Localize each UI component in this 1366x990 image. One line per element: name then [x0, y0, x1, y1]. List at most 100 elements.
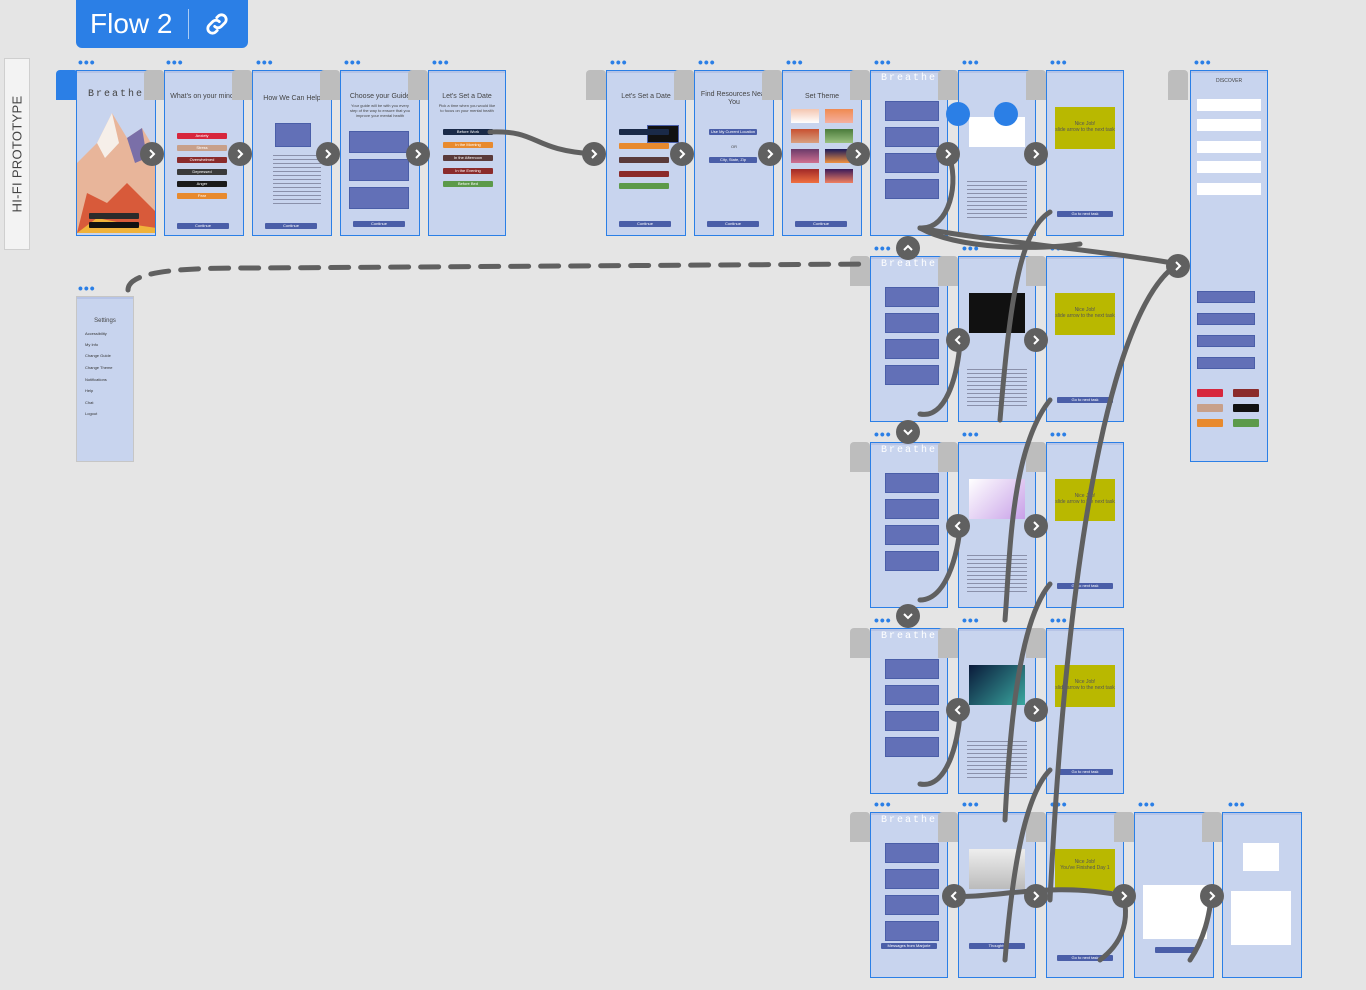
task-card[interactable] — [885, 339, 939, 359]
date-option[interactable] — [619, 143, 669, 149]
next-task-button[interactable]: Go to next task — [1057, 769, 1113, 775]
frame-done-3[interactable]: Nice Job! slide arrow to the next task G… — [1046, 442, 1124, 608]
option-anxiety[interactable]: Anxiety — [177, 133, 227, 139]
frame-menu-icon[interactable]: ••• — [874, 612, 892, 628]
theme-beaches[interactable] — [825, 109, 853, 123]
chevron-right-icon[interactable] — [936, 142, 960, 166]
journal-submit-button[interactable] — [1155, 947, 1195, 953]
city-field[interactable]: City, State, Zip — [709, 157, 757, 163]
frame-home-5[interactable]: Breathe Messages from Marjorie — [870, 812, 948, 978]
frame-menu-icon[interactable]: ••• — [1050, 612, 1068, 628]
frame-task-1[interactable] — [958, 70, 1036, 236]
continue-button[interactable]: Continue — [177, 223, 229, 229]
next-task-button[interactable]: Go to next task — [1057, 397, 1113, 403]
frame-menu-icon[interactable]: ••• — [166, 54, 184, 70]
task-card[interactable] — [885, 287, 939, 307]
task-card[interactable] — [885, 869, 939, 889]
settings-logout[interactable]: Logout — [85, 411, 98, 416]
option-depressed[interactable]: Depressed — [177, 169, 227, 175]
theme-jungle[interactable] — [825, 129, 853, 143]
frame-menu-icon[interactable]: ••• — [698, 54, 716, 70]
task-card[interactable] — [885, 313, 939, 333]
continue-button[interactable]: Continue — [707, 221, 759, 227]
frame-menu-icon[interactable]: ••• — [962, 54, 980, 70]
continue-button[interactable]: Continue — [353, 221, 405, 227]
frame-done-2[interactable]: Nice Job! slide arrow to the next task G… — [1046, 256, 1124, 422]
messages-button[interactable]: Messages from Marjorie — [881, 943, 937, 949]
frame-menu-icon[interactable]: ••• — [78, 54, 96, 70]
selection-handle[interactable] — [946, 102, 970, 126]
task-card[interactable] — [885, 711, 939, 731]
guide-option-1[interactable] — [349, 131, 409, 153]
discover-row[interactable] — [1197, 141, 1261, 153]
date-option[interactable] — [619, 157, 669, 163]
frame-settings[interactable]: Settings Accessibility My Info Change Gu… — [76, 296, 134, 462]
option-anger[interactable]: Anger — [177, 181, 227, 187]
mood-tag[interactable] — [1197, 404, 1223, 412]
frame-menu-icon[interactable]: ••• — [256, 54, 274, 70]
frame-menu-icon[interactable]: ••• — [874, 796, 892, 812]
resource-card[interactable] — [1197, 313, 1255, 325]
frame-menu-icon[interactable]: ••• — [874, 240, 892, 256]
settings-my-info[interactable]: My Info — [85, 342, 99, 347]
task-card[interactable] — [885, 179, 939, 199]
section-tab[interactable]: HI-FI PROTOTYPE — [4, 58, 30, 250]
chevron-right-icon[interactable] — [758, 142, 782, 166]
task-card[interactable] — [885, 525, 939, 545]
settings-notifications[interactable]: Notifications — [85, 377, 107, 382]
frame-set-date[interactable]: Let's Set a Date Continue — [606, 70, 686, 236]
use-location-button[interactable]: Use My Current Location — [709, 129, 757, 135]
frame-menu-icon[interactable]: ••• — [344, 54, 362, 70]
task-card[interactable] — [885, 685, 939, 705]
chevron-right-icon[interactable] — [582, 142, 606, 166]
discover-row[interactable] — [1197, 183, 1261, 195]
chevron-left-icon[interactable] — [946, 514, 970, 538]
guide-option-3[interactable] — [349, 187, 409, 209]
next-task-button[interactable]: Go to next task — [1057, 955, 1113, 961]
date-before-work[interactable]: Before Work — [443, 129, 493, 135]
frame-discover[interactable]: DISCOVER — [1190, 70, 1268, 462]
thoughts-button[interactable]: Thoughts — [969, 943, 1025, 949]
continue-button[interactable]: Continue — [619, 221, 671, 227]
next-task-button[interactable]: Go to next task — [1057, 583, 1113, 589]
settings-accessibility[interactable]: Accessibility — [85, 331, 107, 336]
chevron-right-icon[interactable] — [670, 142, 694, 166]
discover-row[interactable] — [1197, 99, 1261, 111]
task-card[interactable] — [885, 843, 939, 863]
date-option[interactable] — [619, 171, 669, 177]
settings-chat[interactable]: Chat — [85, 400, 94, 405]
chevron-right-icon[interactable] — [1024, 514, 1048, 538]
frame-menu-icon[interactable]: ••• — [1194, 54, 1212, 70]
frame-home-4[interactable]: Breathe — [870, 628, 948, 794]
signup-apple-button[interactable] — [89, 222, 139, 228]
frame-home-3[interactable]: Breathe — [870, 442, 948, 608]
theme-desert[interactable] — [791, 129, 819, 143]
chevron-right-icon[interactable] — [1166, 254, 1190, 278]
chevron-right-icon[interactable] — [228, 142, 252, 166]
frame-calendar[interactable] — [1222, 812, 1302, 978]
date-before-bed[interactable]: Before Bed — [443, 181, 493, 187]
guide-option-2[interactable] — [349, 159, 409, 181]
settings-change-theme[interactable]: Change Theme — [85, 365, 113, 370]
chevron-right-icon[interactable] — [1112, 884, 1136, 908]
date-morning[interactable]: In the Morning — [443, 142, 493, 148]
chevron-right-icon[interactable] — [1024, 328, 1048, 352]
date-evening[interactable]: In the Evening — [443, 168, 493, 174]
theme-dark[interactable] — [791, 169, 819, 183]
resource-card[interactable] — [1197, 291, 1255, 303]
frame-done-4[interactable]: Nice Job! slide arrow to the next task G… — [1046, 628, 1124, 794]
mood-tag[interactable] — [1197, 419, 1223, 427]
frame-menu-icon[interactable]: ••• — [1050, 426, 1068, 442]
discover-row[interactable] — [1197, 119, 1261, 131]
task-card[interactable] — [885, 921, 939, 941]
chevron-down-icon[interactable] — [896, 604, 920, 628]
frame-menu-icon[interactable]: ••• — [1050, 240, 1068, 256]
chevron-left-icon[interactable] — [946, 328, 970, 352]
journal-textarea[interactable] — [1143, 885, 1207, 939]
discover-row[interactable] — [1197, 161, 1261, 173]
chevron-right-icon[interactable] — [316, 142, 340, 166]
calendar-widget[interactable] — [1243, 843, 1279, 871]
continue-button[interactable]: Continue — [265, 223, 317, 229]
chevron-right-icon[interactable] — [1024, 142, 1048, 166]
chevron-left-icon[interactable] — [946, 698, 970, 722]
